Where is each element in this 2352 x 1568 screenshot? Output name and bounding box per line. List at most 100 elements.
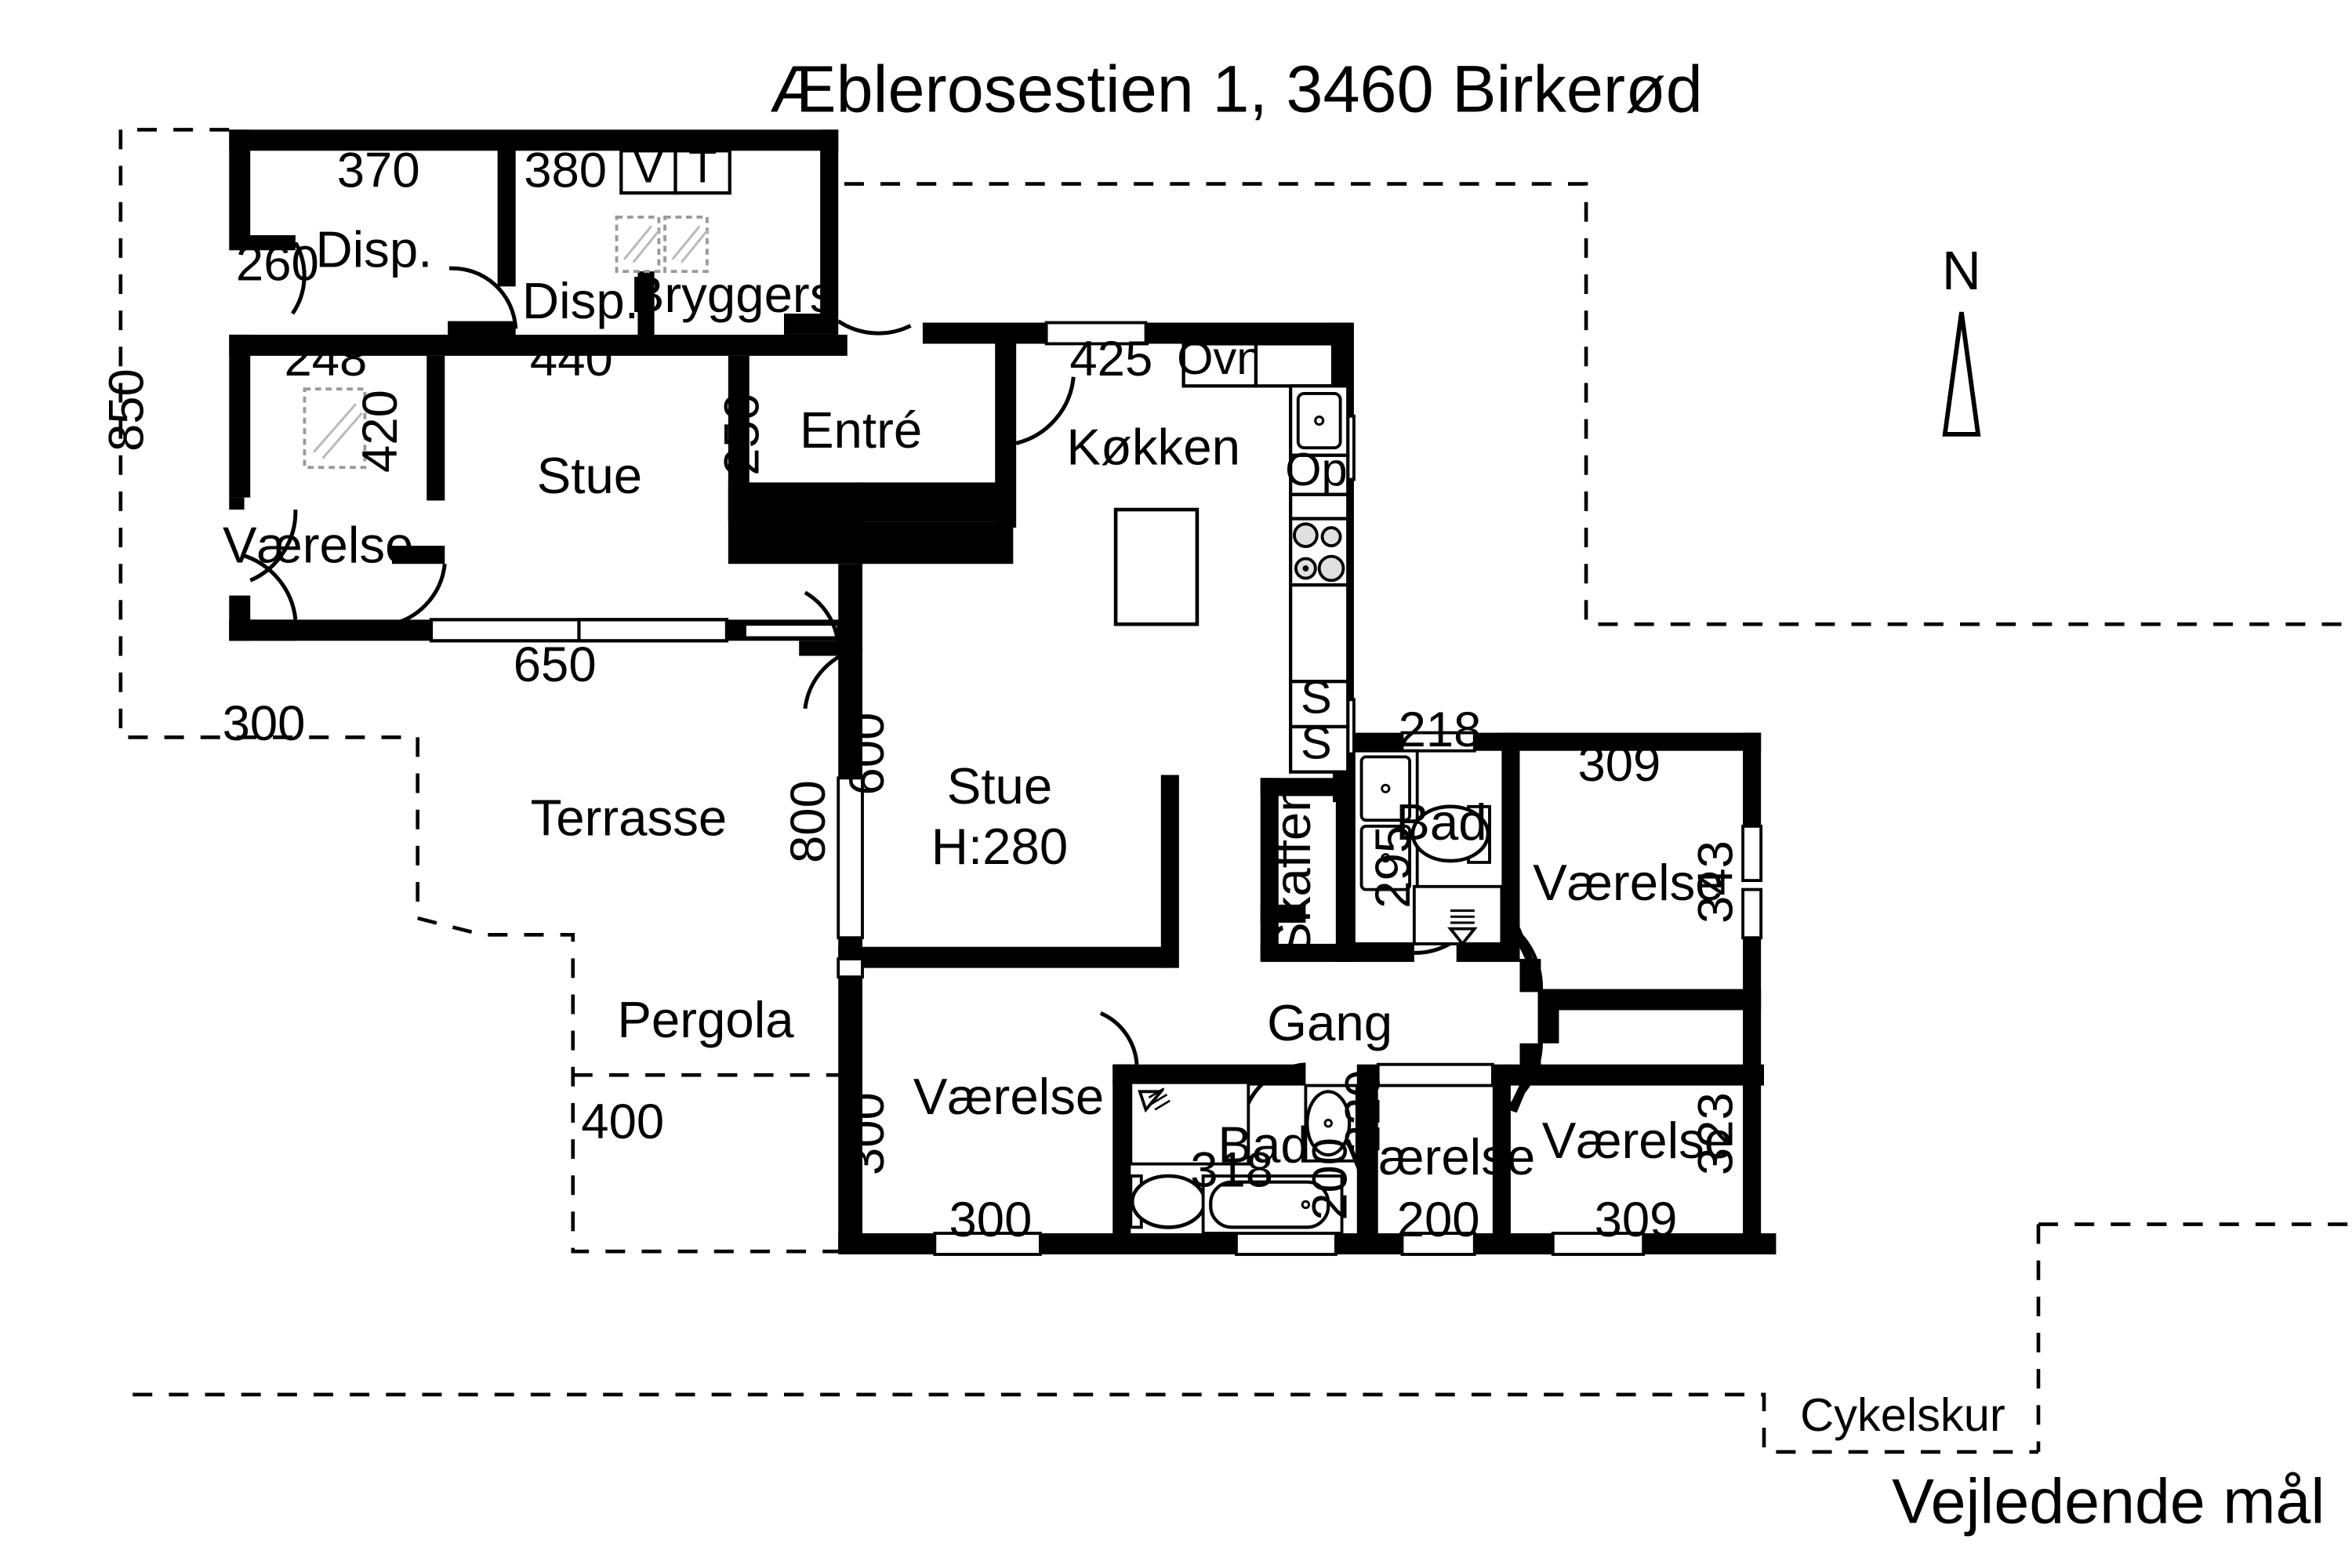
window-vaerelse-s-n xyxy=(1376,1062,1494,1087)
window-pergola-door xyxy=(837,957,864,979)
bad-upper-fixtures xyxy=(1352,749,1504,946)
dimension-220: 220 xyxy=(1336,1069,1391,1152)
window-ne-e2 xyxy=(1741,887,1763,940)
wall-block-entre-1 xyxy=(728,482,864,564)
oven-label: Ovn xyxy=(1177,332,1262,384)
room-label-stue-nw: Stue xyxy=(537,447,643,504)
door-swing-vaerelse-sw xyxy=(1099,1011,1139,1065)
window-kokken-n xyxy=(1044,321,1148,346)
kitchen-fixtures: Ovn Op S S xyxy=(1113,332,1350,774)
wall-block-entre-3 xyxy=(856,521,1014,564)
north-indicator: N xyxy=(1942,240,1981,437)
bathtub-drain-icon xyxy=(1301,1200,1311,1210)
dimension-800: 800 xyxy=(781,780,836,863)
sink-drain-icon xyxy=(1314,415,1325,426)
bad-lower-fixtures xyxy=(1129,1080,1359,1236)
door-swing-vaerelse-nw-a xyxy=(249,509,298,583)
wall-v-ne-jamb xyxy=(1537,989,1559,1044)
laundry-appliances: V T xyxy=(619,140,731,195)
wall-v-badlower-e xyxy=(1356,1064,1378,1254)
door-leaf-ne-b xyxy=(1508,1040,1541,1113)
wall-v-badlower-w xyxy=(1112,1064,1131,1254)
dimension-380: 380 xyxy=(524,143,607,198)
window-south-3 xyxy=(1400,1232,1476,1256)
wall-v-badupper-e xyxy=(1501,732,1520,960)
burner-icon-2 xyxy=(1320,526,1342,548)
door-swing-vaerelse-nw-b xyxy=(241,553,298,620)
door-leafs xyxy=(1508,920,1541,1113)
dining-table-icon xyxy=(1113,507,1200,626)
dimension-400: 400 xyxy=(581,1094,664,1149)
door-swing-entre-s xyxy=(804,590,840,650)
window-terrace-door xyxy=(837,776,864,940)
south-plot-boundary xyxy=(132,1392,2038,1454)
wall-h-badupper-bot1 xyxy=(1353,943,1414,962)
window-south-4 xyxy=(1551,1232,1646,1256)
room-label-skaffen: Skaffen xyxy=(1264,783,1321,956)
vaerelse-nw-glass xyxy=(303,387,367,470)
window-bad-upper xyxy=(1400,731,1476,753)
dimension-309-a: 309 xyxy=(1577,737,1661,792)
dimension-300-a: 300 xyxy=(223,696,306,751)
dimension-200-v: 200 xyxy=(1302,1138,1357,1221)
dimension-370: 370 xyxy=(337,143,420,198)
wall-v-ne-e2 xyxy=(1743,938,1762,1252)
room-label-vaerelse-s: Værelse xyxy=(1345,1128,1535,1185)
dimension-250: 250 xyxy=(714,393,769,476)
shower-head-icon-2 xyxy=(1138,1090,1164,1113)
dimension-218: 218 xyxy=(1399,702,1482,757)
shower-lines-icon xyxy=(1450,909,1475,924)
wall-v-skaffen-e xyxy=(1335,778,1354,962)
wall-h-kokken-top-r xyxy=(1145,322,1352,344)
door-swing-stue-mid-n xyxy=(803,646,863,710)
wall-h-gang-s xyxy=(1508,1064,1764,1086)
window-ne-e1 xyxy=(1741,824,1763,882)
cabinet-s1-label: S xyxy=(1301,671,1332,724)
counter-gap-1 xyxy=(1289,492,1350,521)
washbasin-icon-3 xyxy=(1305,1090,1352,1157)
page-title: Æblerosestien 1, 3460 Birkerød xyxy=(770,51,1703,125)
window-650-b xyxy=(577,618,729,643)
room-label-terrasse: Terrasse xyxy=(531,789,728,846)
toilet-icon xyxy=(1410,804,1490,863)
window-south-2 xyxy=(1235,1232,1338,1256)
washer-box xyxy=(619,149,677,195)
room-labels: Disp. Disp. Bryggers Værelse Stue Entré … xyxy=(223,220,2005,1441)
wall-v-ne-e1 xyxy=(1743,732,1762,826)
basin-drain-icon-1 xyxy=(1381,783,1391,793)
wall-v-stuemid-e xyxy=(1160,775,1179,968)
dishwasher-label: Op xyxy=(1285,443,1348,495)
northeast-plot-boundary xyxy=(844,182,2352,626)
wall-h-ne-top xyxy=(1519,732,1762,751)
room-label-bryggers: Bryggers xyxy=(630,266,836,323)
room-label-vaerelse-sw: Værelse xyxy=(913,1068,1104,1125)
dryer-label: T xyxy=(688,140,717,193)
guidance-note: Vejledende mål xyxy=(1892,1466,2325,1537)
wall-n-1 xyxy=(229,129,839,151)
dimension-420: 420 xyxy=(353,390,408,473)
door-head-bryggers xyxy=(784,314,839,335)
door-swing-stue-nw xyxy=(391,563,447,626)
glass-hatch-1 xyxy=(622,225,660,263)
wall-h-stuemid-s xyxy=(838,946,1164,968)
dimension-318: 318 xyxy=(1190,1142,1273,1197)
room-label-disp-mid: Disp. xyxy=(522,272,639,329)
door-swing-disp-mid xyxy=(448,266,518,329)
door-jamb-w2 xyxy=(229,497,245,510)
glass-hatch-2 xyxy=(671,225,709,263)
dimension-260: 260 xyxy=(236,237,319,292)
dimension-650: 650 xyxy=(514,637,597,692)
dryer-box xyxy=(673,149,731,195)
window-south-1 xyxy=(933,1232,1042,1256)
room-label-cykelskur: Cykelskur xyxy=(1800,1388,2005,1441)
wall-h-skaffen-top xyxy=(1260,778,1345,797)
wall-w-2 xyxy=(229,334,251,498)
door-swing-bryggers xyxy=(837,319,912,336)
wall-v-kokken-w xyxy=(995,334,1017,528)
basin-drain-icon-3 xyxy=(1323,1119,1333,1128)
dimension-343: 343 xyxy=(1689,840,1744,924)
outdoor-zones xyxy=(118,128,2352,1454)
room-label-gang: Gang xyxy=(1267,994,1392,1051)
oven-box xyxy=(1181,342,1258,388)
